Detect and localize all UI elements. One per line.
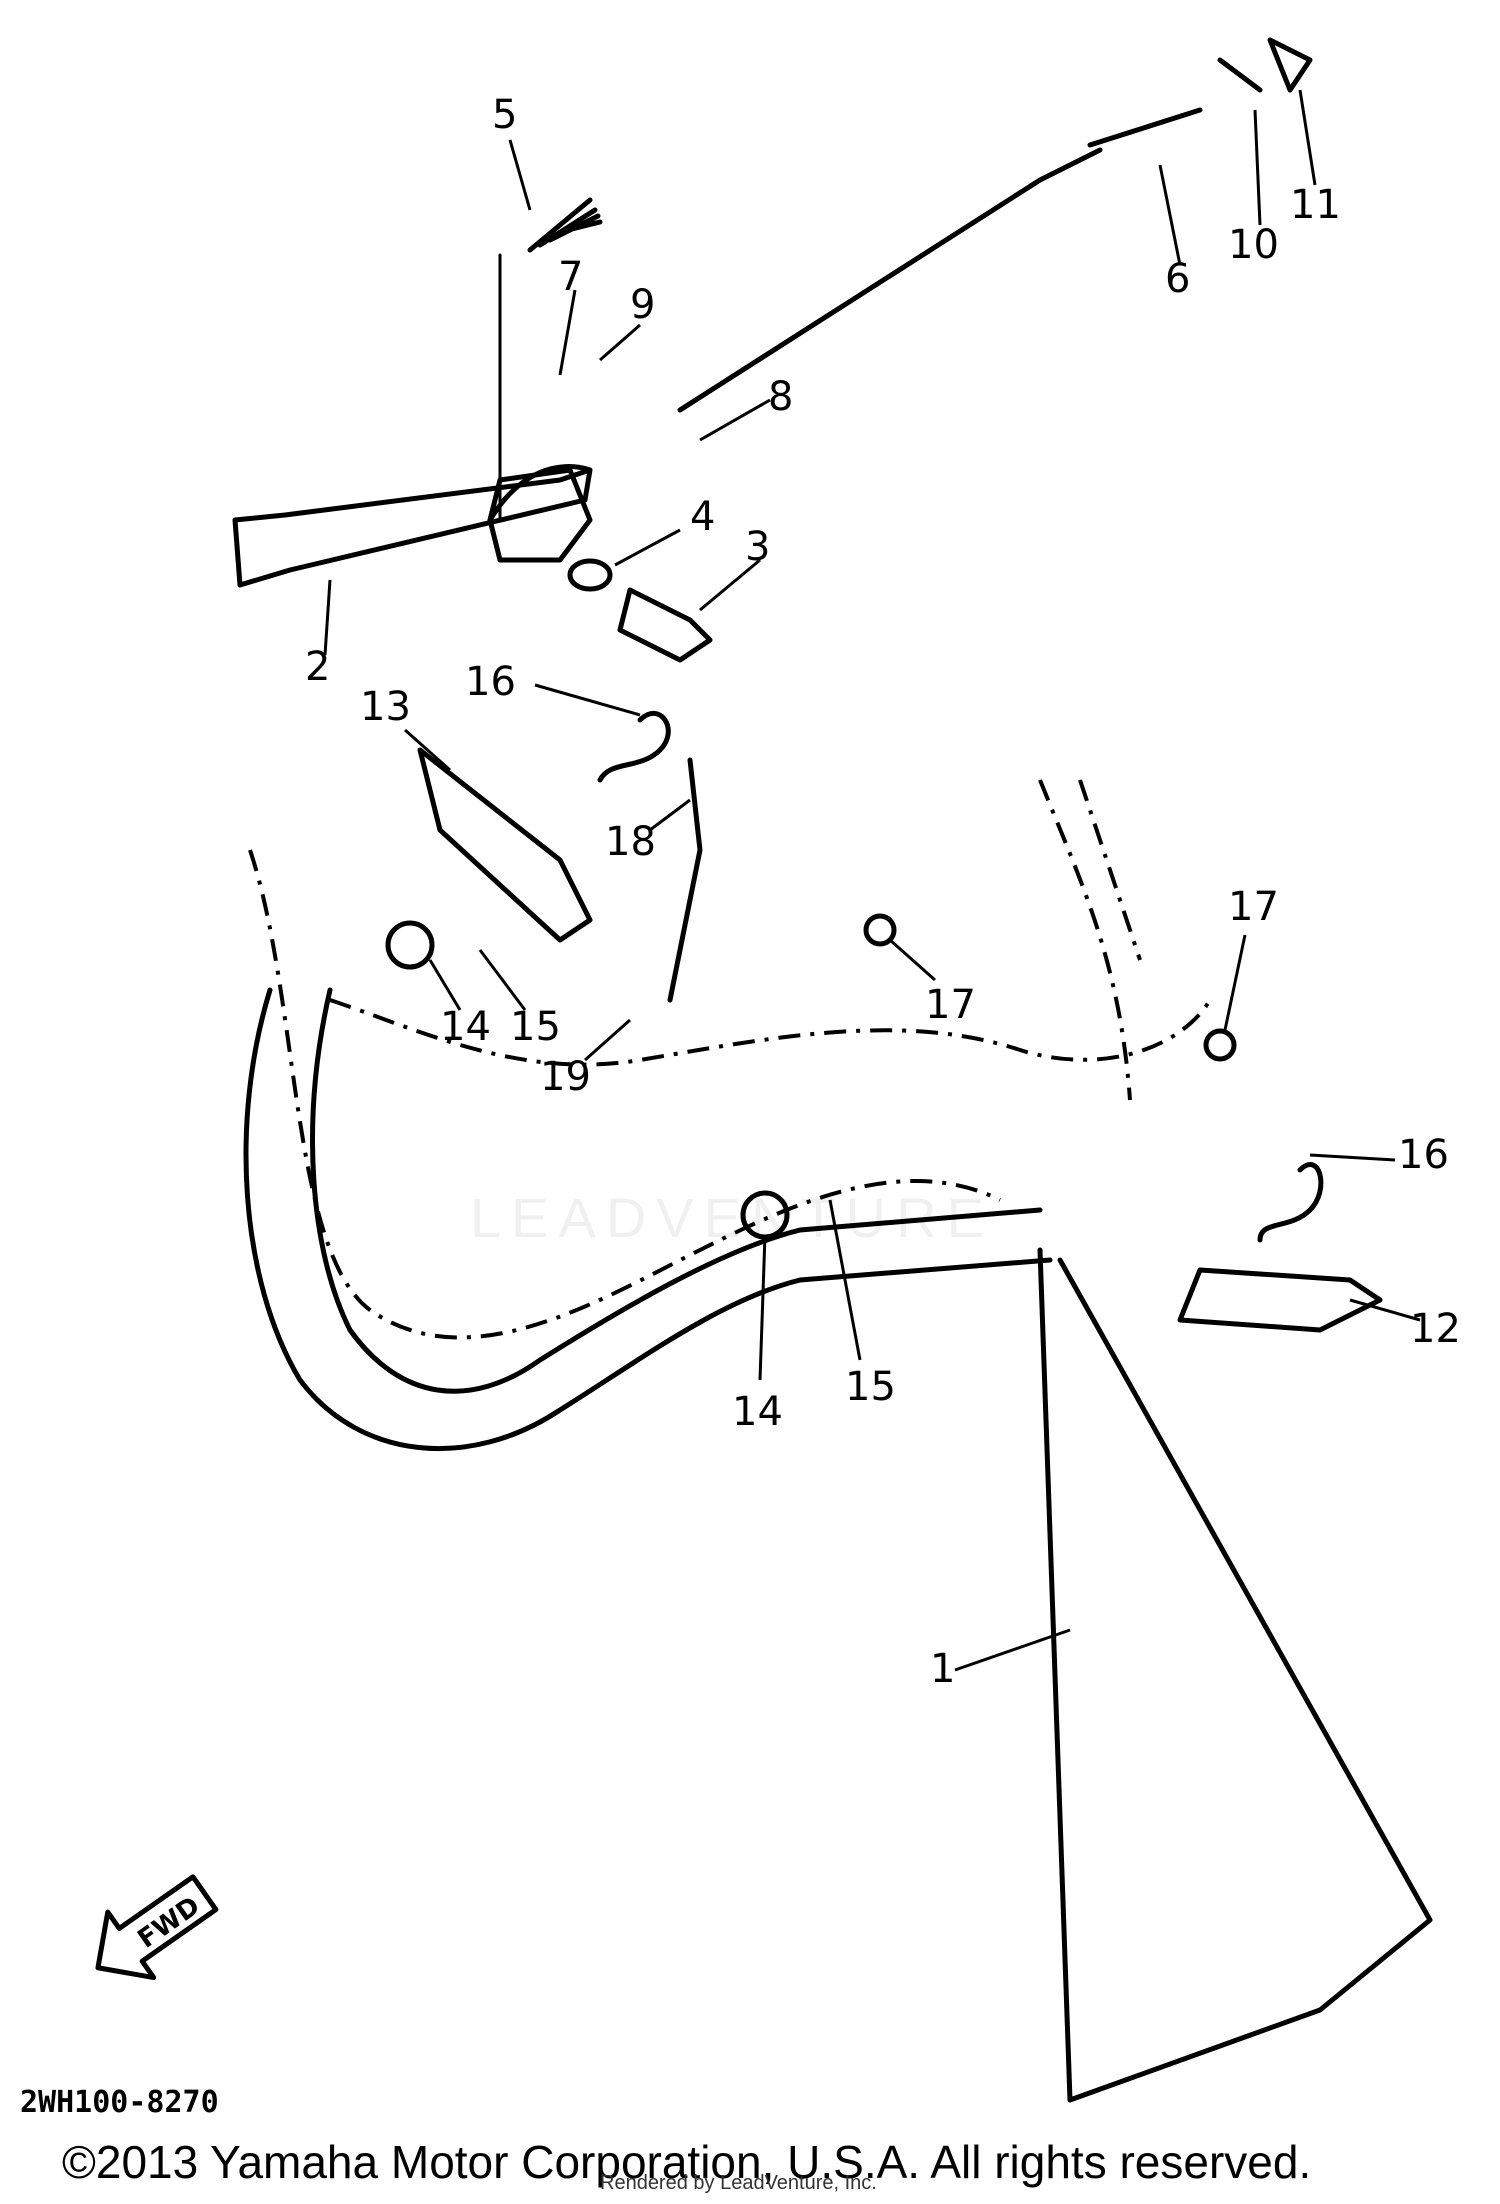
copyright-text: ©2013 Yamaha Motor Corporation, U.S.A. A… [62, 2136, 1312, 2188]
leader-5 [508, 139, 532, 211]
leader-17a [889, 938, 936, 982]
leader-9 [599, 323, 641, 362]
callout-14a: 14 [440, 1004, 491, 1050]
leader-2 [323, 579, 332, 656]
callout-13: 13 [360, 684, 411, 730]
fwd-arrow-icon: FWD [95, 1874, 219, 1981]
callout-12: 12 [1410, 1306, 1461, 1352]
callout-10: 10 [1228, 222, 1279, 268]
leader-1 [954, 1628, 1071, 1672]
adjust-nut [1267, 37, 1313, 93]
leader-17b [1223, 934, 1247, 1031]
watermark: LEADVENTURE [470, 1186, 994, 1249]
nut-17-b [1203, 1028, 1237, 1062]
washer [567, 558, 613, 592]
leader-14b [758, 1234, 767, 1381]
rod-joint [1217, 57, 1263, 93]
brake-pedal [232, 464, 593, 588]
rendered-by-text: Rendered by LeadVenture, Inc. [600, 2172, 877, 2194]
leader-6 [1158, 164, 1182, 266]
leader-7 [558, 289, 577, 376]
callout-17b: 17 [1228, 884, 1279, 930]
callout-17a: 17 [925, 982, 976, 1028]
leader-10 [1253, 109, 1262, 226]
brake-rod [677, 177, 1043, 413]
nut-17-a [863, 913, 897, 947]
callout-2: 2 [305, 644, 330, 690]
footrest-spring-16a [597, 711, 671, 783]
callout-14b: 14 [732, 1389, 783, 1435]
callout-6: 6 [1165, 256, 1190, 302]
callout-9: 9 [630, 282, 655, 328]
callout-15b: 15 [845, 1364, 896, 1410]
callout-16a: 16 [465, 659, 516, 705]
leader-4 [614, 528, 681, 567]
leader-3 [699, 558, 761, 612]
leader-18 [649, 798, 691, 832]
leader-16a [534, 683, 641, 717]
callout-3: 3 [745, 524, 770, 570]
callout-1: 1 [930, 1646, 955, 1692]
leader-11 [1298, 89, 1317, 186]
leader-16b [1309, 1153, 1396, 1162]
callout-19: 19 [540, 1054, 591, 1100]
sidestand [1037, 1247, 1433, 2103]
leader-13 [404, 728, 451, 772]
footrest-right [1177, 1267, 1383, 1333]
engine-outline [329, 998, 1212, 1067]
callout-11: 11 [1290, 182, 1341, 228]
leader-19 [584, 1018, 631, 1062]
frame-outline [248, 849, 1001, 1340]
exhaust-pipe-inner [310, 987, 1043, 1394]
callout-7: 7 [558, 254, 583, 300]
leader-15b [828, 1199, 862, 1361]
brake-rod-spring [1037, 107, 1203, 183]
callout-4: 4 [690, 494, 715, 540]
return-spring [527, 197, 603, 253]
leader-8 [699, 398, 771, 442]
pivot-bolt [617, 587, 713, 663]
callout-16b: 16 [1398, 1132, 1449, 1178]
leader-12 [1349, 1298, 1421, 1322]
callout-5: 5 [492, 92, 517, 138]
leader-14a [428, 959, 462, 1011]
bracket-bolt [667, 757, 703, 1003]
footrest-spring-16b [1257, 1162, 1324, 1243]
diagram-code: 2WH100-8270 [20, 2085, 219, 2120]
footrest-left [417, 747, 593, 943]
exhaust-pipe [243, 987, 1053, 1452]
clevis-pin [385, 920, 435, 970]
callout-15a: 15 [510, 1004, 561, 1050]
frame-outline-right [1038, 779, 1142, 1101]
callout-8: 8 [768, 374, 793, 420]
leader-15a [478, 949, 527, 1011]
callout-18: 18 [605, 819, 656, 865]
